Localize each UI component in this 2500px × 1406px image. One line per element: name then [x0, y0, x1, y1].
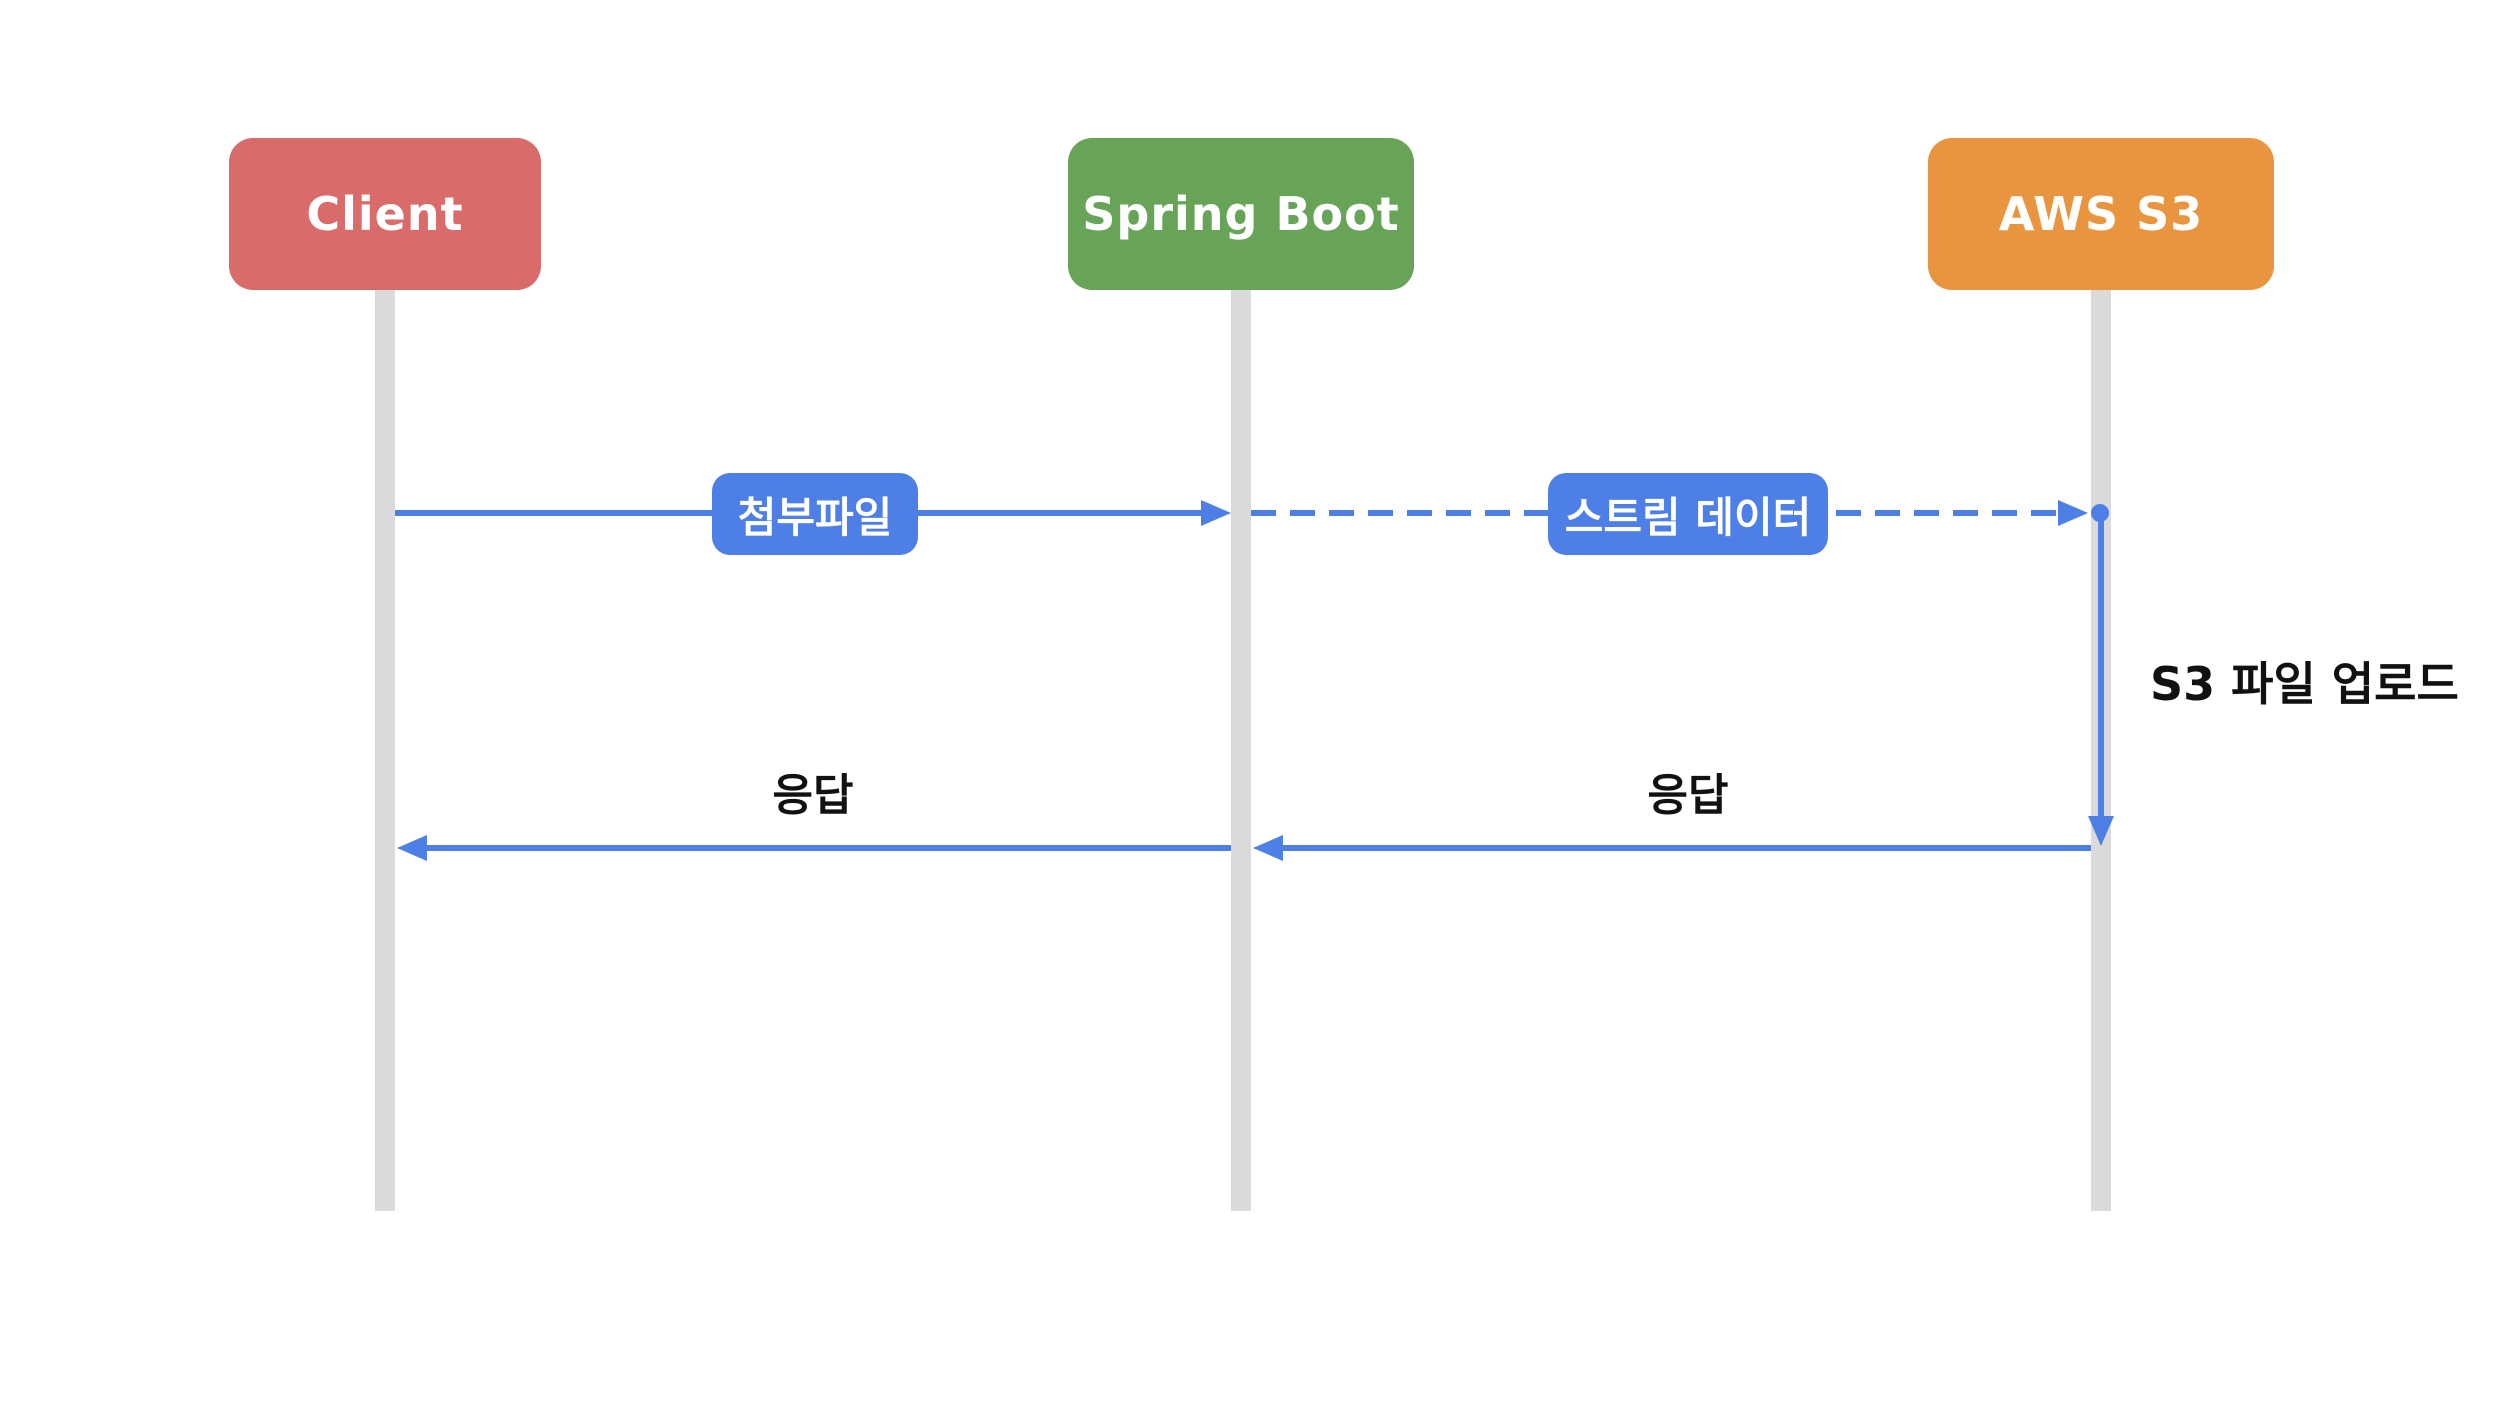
- s3-upload-activity-line: [2098, 515, 2104, 816]
- response-label-spring: 응답: [772, 770, 854, 821]
- message-badge-attachment: 첨부파일: [712, 473, 918, 555]
- arrowhead-down-icon: [2088, 816, 2114, 846]
- actor-aws-s3-label: AWS S3: [1998, 187, 2204, 241]
- actor-client: Client: [229, 138, 541, 290]
- endpoint-dot-icon: [2091, 504, 2109, 522]
- arrowhead-right-icon: [1201, 500, 1231, 526]
- s3-upload-label: S3 파일 업로드: [2150, 657, 2459, 711]
- actor-client-label: Client: [306, 187, 464, 241]
- arrowhead-left-icon: [1253, 835, 1283, 861]
- lifeline-spring-boot: [1231, 288, 1251, 1211]
- response-label-s3: 응답: [1647, 770, 1729, 821]
- arrow-response-spring-line: [427, 845, 1231, 851]
- arrowhead-left-icon: [397, 835, 427, 861]
- message-badge-attachment-label: 첨부파일: [737, 492, 893, 542]
- actor-aws-s3: AWS S3: [1928, 138, 2274, 290]
- message-badge-stream-label: 스트림 데이터: [1564, 492, 1812, 542]
- actor-spring-boot-label: Spring Boot: [1082, 187, 1400, 241]
- arrow-response-s3-line: [1283, 845, 2091, 851]
- arrowhead-right-icon: [2058, 500, 2088, 526]
- lifeline-client: [375, 288, 395, 1211]
- message-badge-stream: 스트림 데이터: [1548, 473, 1828, 555]
- actor-spring-boot: Spring Boot: [1068, 138, 1414, 290]
